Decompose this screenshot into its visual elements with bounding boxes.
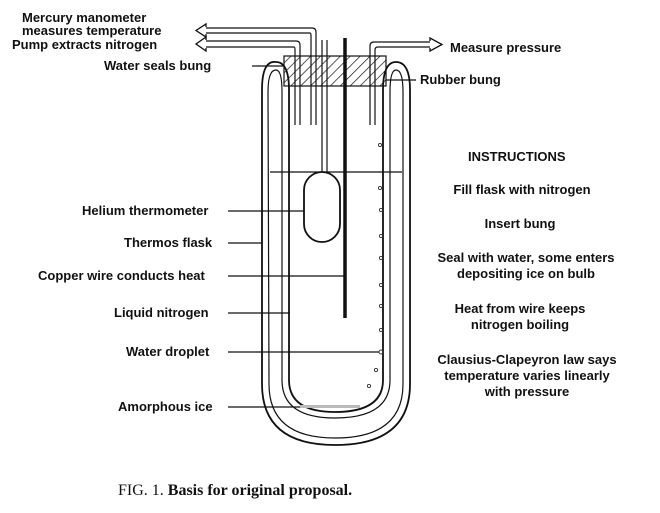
instruction-step3-line1: Seal with water, some enters [437, 250, 614, 265]
label-liquid-nitrogen: Liquid nitrogen [114, 305, 209, 320]
water-droplets [366, 142, 384, 389]
label-water-droplet: Water droplet [126, 344, 210, 359]
instruction-step3-line2: depositing ice on bulb [457, 266, 595, 281]
instruction-step5-line2: temperature varies linearly [444, 368, 610, 383]
pressure-arrow-icon [429, 36, 444, 53]
caption-prefix: FIG. 1. [118, 482, 164, 499]
label-water-seals-bung: Water seals bung [104, 58, 211, 73]
pump-tube [206, 40, 301, 125]
label-copper-wire: Copper wire conducts heat [38, 268, 206, 283]
instruction-step2: Insert bung [485, 216, 556, 231]
instruction-step1: Fill flask with nitrogen [453, 182, 590, 197]
label-rubber-bung: Rubber bung [420, 72, 501, 87]
figure-caption: FIG. 1. Basis for original proposal. [118, 482, 352, 500]
label-amorphous-ice: Amorphous ice [118, 399, 213, 414]
pressure-tube [369, 41, 430, 125]
label-mercury-manometer-line1: Mercury manometer [22, 10, 146, 25]
label-mercury-manometer-line2: measures temperature [22, 23, 161, 38]
manometer-tube [206, 27, 317, 125]
thermos-flask-outer-wall [261, 61, 411, 446]
instructions-heading: INSTRUCTIONS [468, 149, 566, 164]
instruction-step5-line3: with pressure [484, 384, 570, 399]
label-helium-thermometer: Helium thermometer [82, 203, 208, 218]
thermometer-tube [321, 40, 328, 176]
label-measure-pressure: Measure pressure [450, 40, 561, 55]
rubber-bung [283, 55, 387, 87]
label-thermos-flask: Thermos flask [124, 235, 213, 250]
instruction-step5-line1: Clausius-Clapeyron law says [437, 352, 616, 367]
label-pump: Pump extracts nitrogen [12, 37, 157, 52]
instruction-step4-line1: Heat from wire keeps [455, 301, 586, 316]
manometer-arrow-icon [194, 22, 207, 39]
thermos-flask-inner-wall [267, 69, 404, 439]
amorphous-ice [300, 405, 360, 408]
pump-arrow-icon [194, 35, 207, 53]
caption-title: Basis for original proposal. [167, 482, 353, 499]
instruction-step4-line2: nitrogen boiling [471, 317, 569, 332]
helium-thermometer-bulb [303, 171, 341, 243]
